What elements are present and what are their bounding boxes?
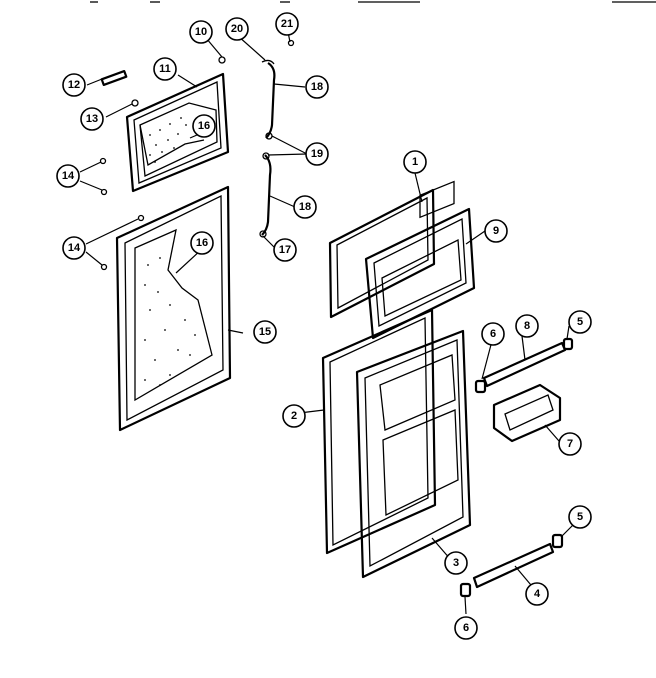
callout-8: 8 [515,314,539,338]
callout-label: 19 [311,148,323,160]
callout-14-upper: 14 [56,164,80,188]
callout-label: 6 [490,328,496,340]
callout-label: 13 [86,113,98,125]
screws-14-lower [100,214,145,271]
callout-label: 9 [493,225,499,237]
callout-label: 4 [534,588,541,600]
callout-1: 1 [403,150,427,174]
shelf-rail-lower [472,542,555,589]
callout-label: 18 [311,81,323,93]
door-stop-part [100,69,128,87]
callout-19: 19 [305,142,329,166]
callout-21: 21 [275,12,299,36]
callout-label: 14 [68,242,81,254]
callout-label: 10 [195,26,207,38]
callout-label: 16 [196,237,208,249]
handle-lower [259,152,272,238]
fresh-food-door-panel [115,185,232,432]
callout-16-upper: 16 [192,114,216,138]
callout-label: 21 [281,18,293,30]
end-cap-lower [551,533,564,549]
callout-label: 5 [577,511,583,523]
callout-label: 17 [279,244,291,256]
callout-label: 16 [198,120,210,132]
callout-label: 18 [299,201,311,213]
callout-5-upper: 5 [568,310,592,334]
callout-label: 15 [259,326,271,338]
fresh-food-door-liner [355,180,472,579]
callout-label: 2 [291,410,297,422]
callout-11: 11 [153,57,177,81]
callout-label: 8 [524,320,530,332]
shelf-rail-upper [482,341,567,388]
callout-label: 7 [567,438,573,450]
callout-6-lower: 6 [454,616,478,640]
callout-13: 13 [80,107,104,131]
freezer-gasket [328,188,436,319]
callout-15: 15 [253,320,277,344]
handle-upper [261,59,276,140]
retainer-lower [459,582,472,598]
callout-2: 2 [282,404,306,428]
screw-21 [287,39,295,47]
callout-5-lower: 5 [568,505,592,529]
callout-label: 6 [463,622,469,634]
dairy-bin [492,383,562,443]
leader-lines [79,31,578,615]
callout-16-lower: 16 [190,231,214,255]
callout-18-upper: 18 [305,75,329,99]
callout-14-lower: 14 [62,236,86,260]
callout-20: 20 [225,17,249,41]
callout-7: 7 [558,432,582,456]
callout-10: 10 [189,20,213,44]
callout-label: 5 [577,316,583,328]
fresh-food-gasket [321,308,437,555]
screws-14-upper [99,157,108,196]
callout-label: 20 [231,23,243,35]
freezer-door-liner [364,207,476,340]
callout-label: 14 [62,170,75,182]
callout-label: 11 [159,63,171,75]
callout-label: 12 [68,79,80,91]
callout-9: 9 [484,219,508,243]
screw-10 [218,56,226,64]
callout-3: 3 [444,551,468,575]
screw-13 [131,99,139,107]
fresh-food-insulation-texture [144,257,196,386]
callout-12: 12 [62,73,86,97]
callout-18-lower: 18 [293,195,317,219]
retainer-upper [474,379,487,394]
freezer-door-panel [125,72,230,193]
end-cap-upper [562,337,574,351]
callout-17: 17 [273,238,297,262]
freezer-insulation-texture [149,117,187,163]
callout-label: 1 [412,156,418,168]
callout-label: 3 [453,557,459,569]
callout-6-upper: 6 [481,322,505,346]
callout-4: 4 [525,582,549,606]
